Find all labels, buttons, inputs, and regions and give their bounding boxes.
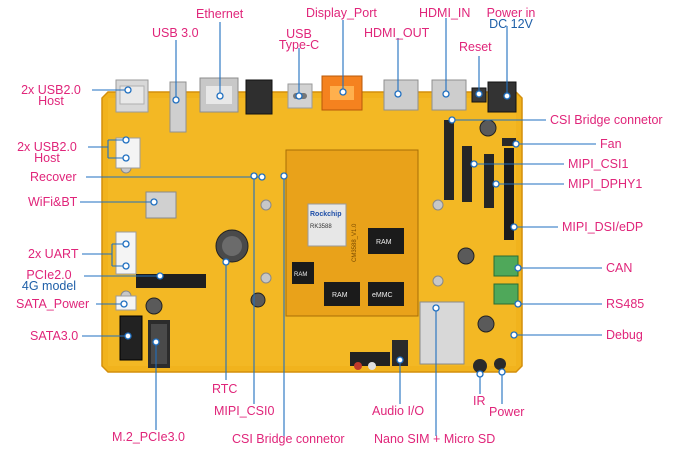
label-hdmi-in: HDMI_IN	[419, 6, 471, 20]
label-usb2-host-top-2: Host	[38, 94, 64, 108]
label-power-in-1: Power in	[486, 6, 536, 20]
label-power-in-2: DC 12V	[489, 17, 533, 31]
label-recover: Recover	[30, 170, 77, 184]
hdmi-out-connector	[383, 79, 419, 111]
mipi-dphy1-connector	[484, 154, 494, 208]
label-usb-typec-2: Type-C	[278, 38, 320, 52]
label-m2-pcie3: M.2_PCIe3.0	[112, 430, 185, 444]
wifi-bt-module	[145, 191, 177, 219]
uart-connector	[115, 231, 137, 275]
emmc-chip	[368, 282, 404, 306]
ram-label-3: RAM	[294, 272, 307, 278]
label-audio-io: Audio I/O	[372, 404, 425, 418]
right-components	[145, 119, 519, 333]
som-brand-text: Rockchip	[310, 211, 342, 218]
leader-lines	[80, 18, 602, 436]
ram-label-1: RAM	[376, 239, 392, 246]
ram-label-2: RAM	[332, 292, 348, 299]
leader-dots	[120, 86, 522, 378]
label-mipi-dphy1: MIPI_DPHY1	[568, 177, 643, 191]
label-csi-bridge-bottom: CSI Bridge connetor	[232, 432, 345, 446]
nano-sim-microsd-slot	[419, 301, 465, 365]
label-usb-typec-1: USB	[286, 27, 312, 41]
ram-chip-3	[292, 262, 314, 284]
pcie2-slot	[136, 274, 206, 288]
label-mipi-csi1: MIPI_CSI1	[568, 157, 629, 171]
power-in-jack	[487, 81, 517, 113]
label-mipi-csi0: MIPI_CSI0	[214, 404, 275, 418]
som-model-text: CM3588_V1.0	[352, 223, 358, 262]
audio-jack-top	[245, 79, 273, 115]
label-mipi-dsi-edp: MIPI_DSI/eDP	[562, 220, 644, 234]
label-uart: 2x UART	[28, 247, 79, 261]
label-can: CAN	[606, 261, 633, 275]
label-ethernet: Ethernet	[196, 7, 244, 21]
ram-chip-2	[324, 282, 360, 306]
label-hdmi-out: HDMI_OUT	[364, 26, 430, 40]
label-pcie2-2: 4G model	[21, 279, 77, 293]
label-usb2-host-top-1: 2x USB2.0	[21, 83, 81, 97]
can-terminal	[493, 255, 519, 277]
label-power: Power	[489, 405, 525, 419]
mipi-csi1-connector	[462, 146, 472, 202]
emmc-label: eMMC	[372, 292, 393, 299]
hdmi-in-connector	[431, 79, 467, 111]
label-pcie2-1: PCIe2.0	[26, 268, 72, 282]
fan-header	[502, 138, 516, 146]
label-rs485: RS485	[606, 297, 645, 311]
label-wifi-bt: WiFi&BT	[28, 195, 78, 209]
label-usb3: USB 3.0	[152, 26, 199, 40]
label-nano-sim: Nano SIM + Micro SD	[374, 432, 496, 446]
rs485-terminal	[493, 283, 519, 305]
som-chip-text: RK3588	[310, 224, 332, 230]
label-sata3: SATA3.0	[30, 329, 79, 343]
power-led	[494, 358, 506, 370]
mipi-dsi-edp-header	[504, 148, 514, 240]
label-ir: IR	[473, 394, 486, 408]
label-usb2-host-mid-1: 2x USB2.0	[17, 140, 77, 154]
soc-chip	[307, 203, 347, 247]
ir-receiver	[473, 359, 487, 373]
top-connectors	[115, 75, 517, 133]
label-fan: Fan	[600, 137, 622, 151]
csi-bridge-connector-top	[444, 120, 454, 200]
ram-chip-1	[368, 228, 404, 254]
label-usb2-host-mid-2: Host	[34, 151, 60, 165]
audio-io-jacks	[350, 352, 390, 366]
label-reset: Reset	[459, 40, 492, 54]
label-display-port: Display_Port	[306, 6, 377, 20]
label-csi-bridge-top: CSI Bridge connetor	[550, 113, 663, 127]
label-rtc: RTC	[212, 382, 238, 396]
label-sata-power: SATA_Power	[16, 297, 90, 311]
label-debug: Debug	[606, 328, 643, 342]
usb3-connector	[169, 81, 187, 133]
